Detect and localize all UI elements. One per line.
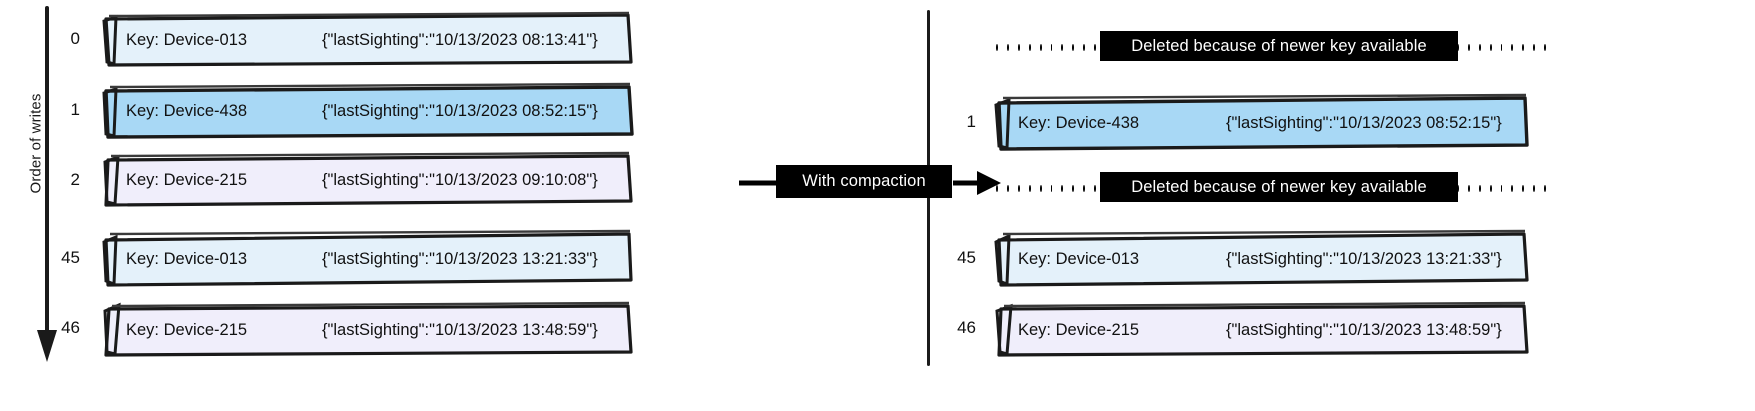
record-box: Key: Device-215 {"lastSighting":"10/13/2… xyxy=(992,301,1530,359)
row-index: 2 xyxy=(70,170,80,189)
record-value: {"lastSighting":"10/13/2023 08:52:15"} xyxy=(322,101,598,120)
record-key: Key: Device-013 xyxy=(126,249,248,268)
record-value: {"lastSighting":"10/13/2023 13:48:59"} xyxy=(322,320,598,339)
record-value: {"lastSighting":"10/13/2023 08:13:41"} xyxy=(322,30,598,49)
record-key: Key: Device-438 xyxy=(126,101,248,120)
row-index: 46 xyxy=(61,318,80,337)
record-value: {"lastSighting":"10/13/2023 08:52:15"} xyxy=(1226,113,1502,132)
row-index: 1 xyxy=(70,100,80,119)
record-value: {"lastSighting":"10/13/2023 13:21:33"} xyxy=(322,249,598,268)
record-key: Key: Device-215 xyxy=(126,170,248,189)
record-box: Key: Device-438 {"lastSighting":"10/13/2… xyxy=(100,82,634,140)
with-compaction-label: With compaction xyxy=(776,165,952,198)
deleted-marker-leader-right xyxy=(1446,43,1547,51)
order-of-writes-arrow xyxy=(37,6,57,362)
record-key: Key: Device-215 xyxy=(126,320,248,339)
row-index: 0 xyxy=(70,29,80,48)
record-key: Key: Device-215 xyxy=(1018,320,1140,339)
record-value: {"lastSighting":"10/13/2023 13:48:59"} xyxy=(1226,320,1502,339)
deleted-because-newer-key-label: Deleted because of newer key available xyxy=(1100,31,1458,61)
record-key: Key: Device-013 xyxy=(126,30,248,49)
deleted-marker-leader-left xyxy=(996,43,1097,51)
row-index: 45 xyxy=(957,248,976,267)
record-box: Key: Device-013 {"lastSighting":"10/13/2… xyxy=(100,11,634,68)
row-index: 46 xyxy=(957,318,976,337)
deleted-because-newer-key-label: Deleted because of newer key available xyxy=(1100,172,1458,202)
record-box: Key: Device-013 {"lastSighting":"10/13/2… xyxy=(992,229,1530,288)
record-value: {"lastSighting":"10/13/2023 09:10:08"} xyxy=(322,170,598,189)
record-box: Key: Device-013 {"lastSighting":"10/13/2… xyxy=(100,229,634,288)
record-key: Key: Device-438 xyxy=(1018,113,1140,132)
row-index: 45 xyxy=(61,248,80,267)
deleted-marker-leader-right xyxy=(1446,184,1547,192)
record-key: Key: Device-013 xyxy=(1018,249,1140,268)
row-index: 1 xyxy=(966,112,976,131)
record-value: {"lastSighting":"10/13/2023 13:21:33"} xyxy=(1226,249,1502,268)
with-compaction-arrow xyxy=(739,171,1001,195)
deleted-marker-leader-left xyxy=(996,184,1097,192)
record-box: Key: Device-215 {"lastSighting":"10/13/2… xyxy=(100,151,634,208)
record-box: Key: Device-438 {"lastSighting":"10/13/2… xyxy=(992,93,1530,152)
record-box: Key: Device-215 {"lastSighting":"10/13/2… xyxy=(100,301,634,359)
